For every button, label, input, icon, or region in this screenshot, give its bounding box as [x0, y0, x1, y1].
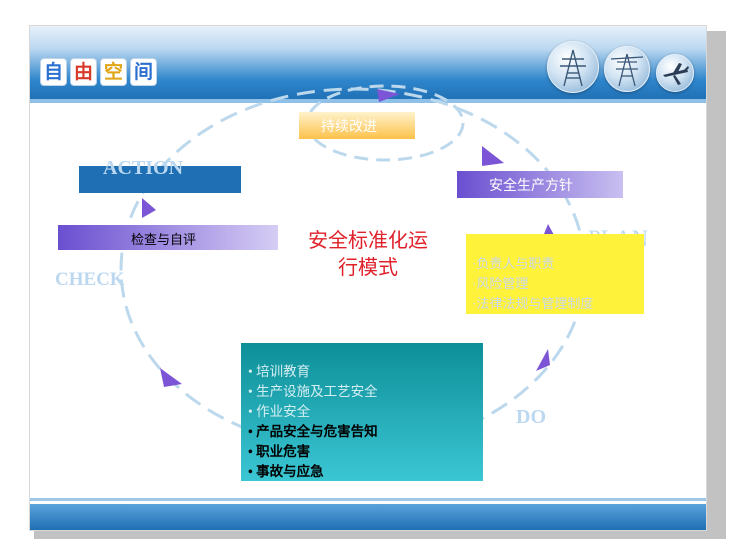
airplane-icon	[656, 54, 694, 92]
phase-action-label: ACTION	[103, 157, 184, 179]
check-label: 检查与自评	[131, 232, 197, 247]
policy-box: 安全生产方针	[457, 171, 623, 198]
plan-box: ·负责人与职责 ·风险管理 ·法律法规与管理制度	[466, 234, 644, 314]
logo: 自 由 空 间	[40, 58, 157, 88]
plan-list: ·负责人与职责 ·风险管理 ·法律法规与管理制度	[472, 254, 593, 314]
do-item: • 作业安全	[248, 404, 311, 419]
logo-char: 间	[130, 58, 157, 86]
policy-label: 安全生产方针	[489, 179, 573, 194]
do-item: • 培训教育	[248, 364, 311, 379]
do-item: • 生产设施及工艺安全	[248, 384, 378, 399]
logo-char: 空	[100, 58, 127, 86]
cycle-arrow	[482, 146, 504, 166]
power-tower-icon	[604, 46, 650, 92]
check-box: 检查与自评	[58, 225, 278, 250]
do-box: • 培训教育 • 生产设施及工艺安全 • 作业安全 • 产品安全与危害告知 • …	[241, 343, 483, 481]
plan-item: ·风险管理	[472, 276, 529, 291]
center-title: 安全标准化运 行模式	[295, 228, 441, 282]
footer-band	[30, 504, 706, 530]
improve-label: 持续改进	[321, 120, 377, 135]
footer-line	[30, 498, 706, 501]
phase-check-label: CHECK	[55, 269, 125, 290]
do-list: • 培训教育 • 生产设施及工艺安全 • 作业安全 • 产品安全与危害告知 • …	[248, 362, 378, 482]
phase-do-label: DO	[516, 406, 546, 428]
improve-box: 持续改进	[299, 112, 415, 139]
do-item: • 产品安全与危害告知	[248, 424, 378, 439]
plan-item: ·负责人与职责	[472, 256, 555, 271]
header-strip	[30, 99, 706, 103]
cycle-arrow	[536, 349, 550, 371]
center-title-line: 安全标准化运	[308, 230, 428, 252]
cycle-arrow	[142, 198, 156, 218]
slide: 自 由 空 间	[29, 25, 707, 531]
do-item: • 职业危害	[248, 444, 311, 459]
center-title-line: 行模式	[338, 257, 398, 279]
plan-item: ·法律法规与管理制度	[472, 296, 594, 311]
logo-char: 由	[70, 58, 97, 86]
power-tower-icon	[547, 41, 599, 93]
action-bar	[79, 166, 241, 193]
logo-char: 自	[40, 58, 67, 86]
do-item: • 事故与应急	[248, 464, 324, 479]
cycle-arrow	[377, 89, 400, 102]
cycle-arrow	[160, 368, 182, 387]
